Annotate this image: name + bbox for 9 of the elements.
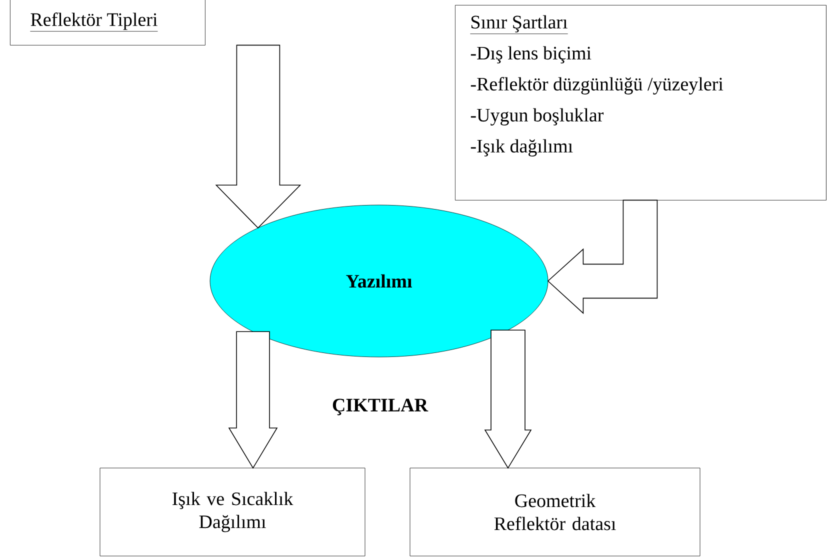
output-box: Geometrik Reflektör datası [410,468,700,556]
list-box: Sınır Şartları -Dış lens biçimi -Reflektör düzgünlüğü /yüzeyleri -Uygun boşluklar -Işık dağılımı [455,5,826,200]
block-arrow [215,44,302,229]
output-box: Işık ve Sıcaklık Dağılımı [100,468,366,556]
block-arrow [228,331,278,469]
title-box: Reflektör Tipleri [10,0,206,46]
block-arrow [547,200,658,314]
section-label: ÇIKTILAR [332,398,428,416]
block-arrow [484,330,532,469]
